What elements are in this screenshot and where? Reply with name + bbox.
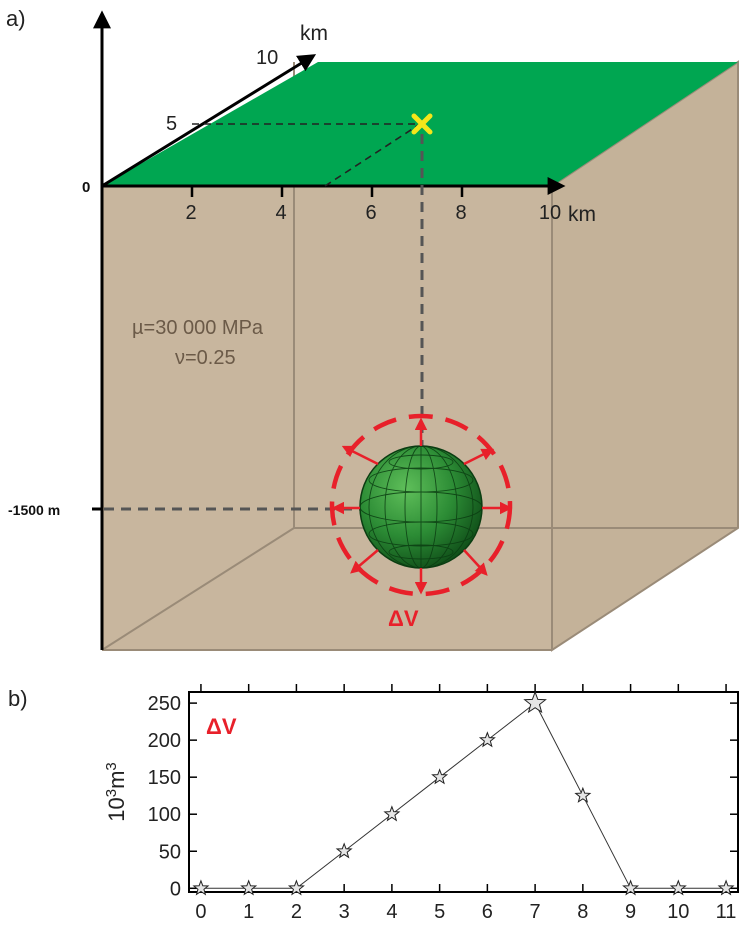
xtick-label: 11 [716,901,737,923]
depth-label: -1500 m [8,502,60,518]
panel-a-label: a) [6,6,26,31]
data-point-star [523,690,547,714]
chart-plot-area [188,691,739,893]
xtick-label: 2 [291,901,302,923]
shear-modulus-text: µ=30 000 MPa [132,317,264,339]
axes-3d [93,10,566,650]
y-tick-10: 10 [256,47,278,69]
xtick-label: 5 [434,901,445,923]
ytick-label: 100 [148,804,181,826]
volume-change-label: ΔV [388,606,419,631]
chart-frame [188,691,739,893]
data-point-star [383,805,401,822]
y-tick-5: 5 [166,113,177,135]
ytick-label: 50 [159,841,181,863]
x-tick-8: 8 [455,202,466,224]
data-point-star [192,879,210,896]
chart-xtick-labels: 0 1 2 3 4 5 6 7 8 9 10 11 [195,901,736,923]
data-point-star [669,879,687,896]
panel-a: a) 2 4 [6,6,739,652]
sphere-icon [359,445,483,569]
data-point-star [478,731,496,748]
xtick-label: 8 [577,901,588,923]
xtick-label: 6 [482,901,493,923]
arrow-up-right [463,448,495,466]
ytick-label: 150 [148,767,181,789]
expansion-arrows [331,417,513,595]
arrow-up-left [341,445,379,466]
xtick-label: 3 [339,901,350,923]
chart-ylabel: 103m3 [103,762,129,822]
data-point-star [431,768,449,785]
x-marker-icon [411,113,433,135]
chart-ytick-labels: 0 50 100 150 200 250 [148,693,181,900]
arrow-down-right [463,549,488,576]
data-point-star [574,786,592,803]
xtick-label: 9 [625,901,636,923]
xtick-label: 1 [243,901,254,923]
xtick-label: 10 [667,901,689,923]
y-axis-unit: km [300,22,328,45]
series-line [200,702,727,889]
data-point-star [287,879,305,896]
x-tick-2: 2 [185,202,196,224]
arrow-down-left [350,549,379,574]
ytick-label: 250 [148,693,181,715]
epicenter-guides [192,123,421,187]
chart-series [192,690,735,896]
ytick-label: 200 [148,730,181,752]
data-point-star [622,879,640,896]
origin-label: 0 [82,179,90,196]
xtick-label: 7 [530,901,541,923]
x-axis-ticks [190,186,464,197]
x-tick-6: 6 [365,202,376,224]
panel-b-label: b) [8,686,28,711]
x-tick-10: 10 [539,202,561,224]
data-point-star [240,879,258,896]
x-tick-4: 4 [275,202,286,224]
ytick-label: 0 [170,878,181,900]
chart-legend: ΔV [206,714,237,739]
data-point-star [717,879,735,896]
block-front-face [102,186,552,650]
poisson-ratio-text: ν=0.25 [175,347,236,369]
block-edges [102,186,553,651]
xtick-label: 4 [386,901,397,923]
x-axis-unit: km [568,203,596,226]
data-point-star [335,842,353,859]
xtick-label: 0 [195,901,206,923]
chart-ticks [189,684,738,892]
x-axis-tick-labels: 2 4 6 8 10 [185,202,561,224]
